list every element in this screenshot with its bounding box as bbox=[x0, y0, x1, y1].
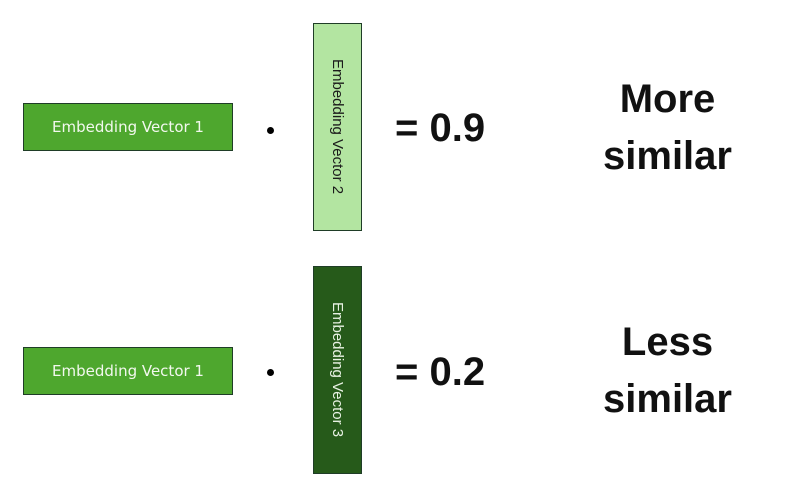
embedding-vector-3-box: Embedding Vector 3 bbox=[313, 266, 362, 474]
dot-product-operator bbox=[267, 369, 274, 376]
label-line-1: Less bbox=[621, 320, 714, 364]
embedding-vector-1-box: Embedding Vector 1 bbox=[23, 103, 233, 151]
label-line-2: similar bbox=[603, 377, 732, 421]
label-line-2: similar bbox=[603, 134, 732, 178]
similarity-score: = 0.2 bbox=[395, 350, 486, 394]
embedding-vector-2-box: Embedding Vector 2 bbox=[313, 23, 362, 231]
similarity-score: = 0.9 bbox=[395, 106, 486, 150]
embedding-vector-1-box: Embedding Vector 1 bbox=[23, 347, 233, 395]
similarity-label: Less similar bbox=[570, 314, 765, 428]
label-line-1: More bbox=[619, 77, 716, 121]
similarity-label: More similar bbox=[570, 71, 765, 185]
dot-product-operator bbox=[267, 127, 274, 134]
